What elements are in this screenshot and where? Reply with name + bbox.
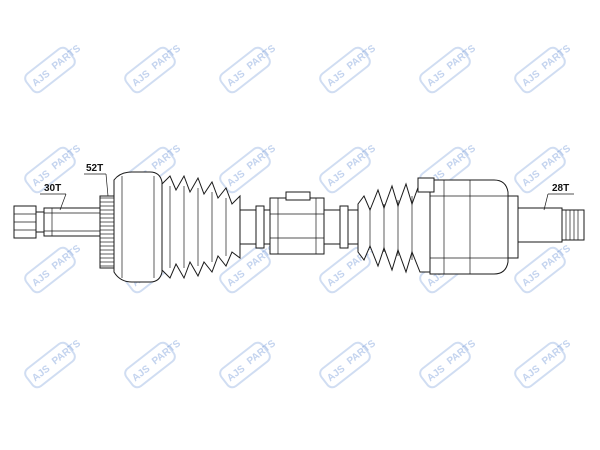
svg-text:PARTS: PARTS — [540, 338, 573, 367]
svg-text:AJS: AJS — [325, 68, 347, 89]
main-shaft-right — [323, 205, 359, 249]
callout-abs-ring: 52T — [84, 163, 109, 197]
svg-text:AJS: AJS — [325, 268, 347, 289]
svg-text:AJS: AJS — [30, 268, 52, 289]
svg-text:PARTS: PARTS — [345, 143, 378, 172]
svg-text:PARTS: PARTS — [345, 338, 378, 367]
svg-text:PARTS: PARTS — [540, 243, 573, 272]
svg-text:AJS: AJS — [520, 68, 542, 89]
callout-outer-spline: 30T — [40, 183, 67, 211]
svg-text:AJS: AJS — [520, 268, 542, 289]
outer-spline-shaft — [43, 207, 101, 237]
svg-text:AJS: AJS — [30, 68, 52, 89]
svg-text:AJS: AJS — [225, 68, 247, 89]
svg-text:PARTS: PARTS — [50, 143, 83, 172]
svg-text:PARTS: PARTS — [50, 43, 83, 72]
damper — [269, 191, 325, 255]
main-shaft-left — [239, 205, 271, 249]
svg-text:AJS: AJS — [30, 363, 52, 384]
inner-spline-shaft — [517, 207, 585, 243]
svg-text:PARTS: PARTS — [445, 43, 478, 72]
callout-inner-spline: 28T — [543, 183, 574, 211]
svg-text:AJS: AJS — [520, 363, 542, 384]
svg-text:PARTS: PARTS — [540, 143, 573, 172]
svg-text:AJS: AJS — [520, 168, 542, 189]
svg-text:PARTS: PARTS — [540, 43, 573, 72]
svg-text:PARTS: PARTS — [245, 143, 278, 172]
svg-text:AJS: AJS — [325, 363, 347, 384]
abs-tone-ring — [99, 195, 115, 269]
svg-text:PARTS: PARTS — [345, 43, 378, 72]
svg-text:PARTS: PARTS — [150, 338, 183, 367]
svg-text:PARTS: PARTS — [150, 43, 183, 72]
svg-text:PARTS: PARTS — [445, 338, 478, 367]
outer-nut — [13, 205, 45, 239]
svg-text:AJS: AJS — [130, 363, 152, 384]
outer-cv-joint — [113, 171, 163, 283]
svg-text:AJS: AJS — [130, 68, 152, 89]
inner-tripod-joint — [417, 177, 519, 275]
svg-text:AJS: AJS — [325, 168, 347, 189]
svg-text:PARTS: PARTS — [245, 338, 278, 367]
svg-text:AJS: AJS — [425, 363, 447, 384]
svg-text:PARTS: PARTS — [50, 243, 83, 272]
svg-text:AJS: AJS — [225, 268, 247, 289]
svg-text:AJS: AJS — [225, 363, 247, 384]
outer-boot — [161, 174, 241, 280]
callout-label-outer-spline: 30T — [44, 183, 61, 194]
svg-text:PARTS: PARTS — [445, 143, 478, 172]
callout-label-inner-spline: 28T — [552, 183, 569, 194]
svg-text:AJS: AJS — [225, 168, 247, 189]
svg-text:AJS: AJS — [425, 68, 447, 89]
svg-text:PARTS: PARTS — [50, 338, 83, 367]
drive-shaft — [13, 171, 585, 283]
callout-label-abs-ring: 52T — [86, 163, 103, 174]
svg-text:PARTS: PARTS — [150, 143, 183, 172]
svg-text:PARTS: PARTS — [245, 43, 278, 72]
